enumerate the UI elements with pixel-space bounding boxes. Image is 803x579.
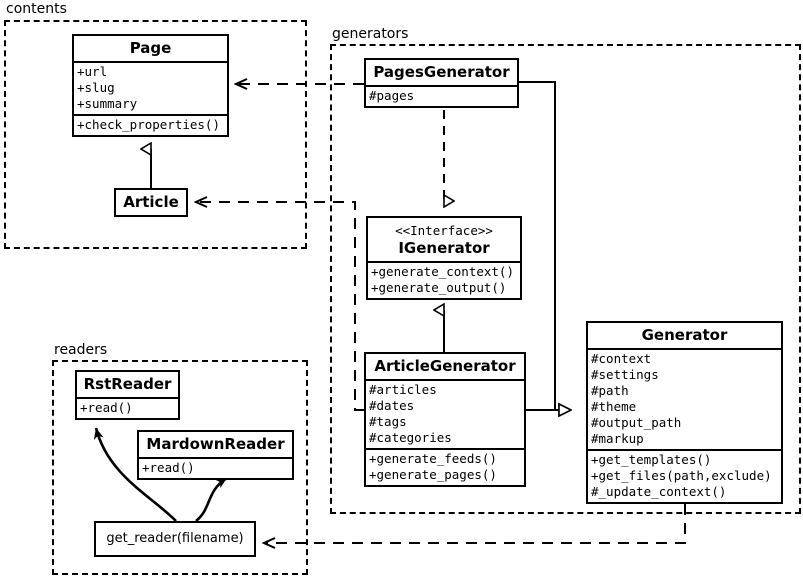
function-name-get-reader: get_reader(filename) — [106, 531, 244, 546]
attribute-item: +slug — [77, 80, 115, 95]
package-readers — [52, 360, 308, 575]
methods-compartment-rst-reader: +read() — [77, 397, 178, 418]
methods-compartment-markdown-reader: +read() — [139, 457, 292, 478]
attributes-compartment-generator: #context #settings #path #theme #output_… — [588, 348, 781, 449]
attribute-item: #tags — [369, 414, 407, 429]
class-box-markdown-reader[interactable]: MardownReader +read() — [137, 430, 294, 480]
class-box-igenerator[interactable]: <<Interface>> IGenerator +generate_conte… — [366, 216, 522, 300]
method-item: +check_properties() — [77, 117, 220, 132]
method-item: +read() — [80, 400, 133, 415]
attribute-item: +summary — [77, 96, 138, 111]
method-item: +generate_context() — [371, 264, 514, 279]
class-name-pages-generator: PagesGenerator — [373, 63, 510, 81]
class-title-igenerator: IGenerator — [398, 239, 490, 257]
attributes-compartment-article-generator: #articles #dates #tags #categories — [366, 379, 524, 448]
method-item: +get_templates() — [591, 452, 712, 467]
method-item: +generate_output() — [371, 280, 507, 295]
methods-compartment-article-generator: +generate_feeds() +generate_pages() — [366, 448, 524, 485]
attribute-item: #pages — [369, 88, 415, 103]
attribute-item: +url — [77, 64, 108, 79]
attribute-item: #settings — [591, 367, 659, 382]
class-name-igenerator: <<Interface>> IGenerator — [368, 218, 520, 261]
attribute-item: #markup — [591, 431, 644, 446]
attribute-item: #articles — [369, 382, 437, 397]
class-name-generator: Generator — [641, 326, 728, 344]
methods-compartment-generator: +get_templates() +get_files(path,exclude… — [588, 449, 781, 502]
package-contents — [4, 20, 307, 249]
attribute-item: #path — [591, 383, 629, 398]
class-box-generator[interactable]: Generator #context #settings #path #them… — [586, 321, 783, 504]
class-name-rst-reader: RstReader — [83, 375, 172, 393]
method-item: +generate_feeds() — [369, 451, 497, 466]
class-name-markdown-reader: MardownReader — [146, 435, 285, 453]
attribute-item: #context — [591, 351, 652, 366]
class-box-rst-reader[interactable]: RstReader +read() — [75, 370, 180, 420]
package-generators-label: generators — [330, 27, 412, 42]
class-name-page: Page — [129, 39, 172, 57]
attribute-item: #dates — [369, 398, 415, 413]
package-contents-label: contents — [4, 2, 70, 17]
attributes-compartment-page: +url +slug +summary — [74, 61, 227, 114]
attribute-item: #output_path — [591, 415, 682, 430]
attributes-compartment-pages-generator: #pages — [366, 85, 517, 106]
class-name-article-generator: ArticleGenerator — [374, 357, 516, 375]
package-generators — [330, 44, 801, 514]
method-item: +get_files(path,exclude) — [591, 468, 772, 483]
class-box-article[interactable]: Article — [114, 188, 188, 217]
attribute-item: #theme — [591, 399, 637, 414]
class-box-pages-generator[interactable]: PagesGenerator #pages — [364, 58, 519, 108]
method-item: +read() — [142, 460, 195, 475]
class-box-page[interactable]: Page +url +slug +summary +check_properti… — [72, 34, 229, 137]
methods-compartment-igenerator: +generate_context() +generate_output() — [368, 261, 520, 298]
class-box-article-generator[interactable]: ArticleGenerator #articles #dates #tags … — [364, 352, 526, 487]
method-item: #_update_context() — [591, 484, 727, 499]
methods-compartment-page: +check_properties() — [74, 114, 227, 135]
function-box-get-reader[interactable]: get_reader(filename) — [94, 521, 256, 557]
class-stereotype-igenerator: <<Interface>> — [395, 223, 493, 238]
method-item: +generate_pages() — [369, 467, 497, 482]
class-name-article: Article — [123, 193, 179, 211]
package-readers-label: readers — [52, 343, 111, 358]
attribute-item: #categories — [369, 430, 452, 445]
